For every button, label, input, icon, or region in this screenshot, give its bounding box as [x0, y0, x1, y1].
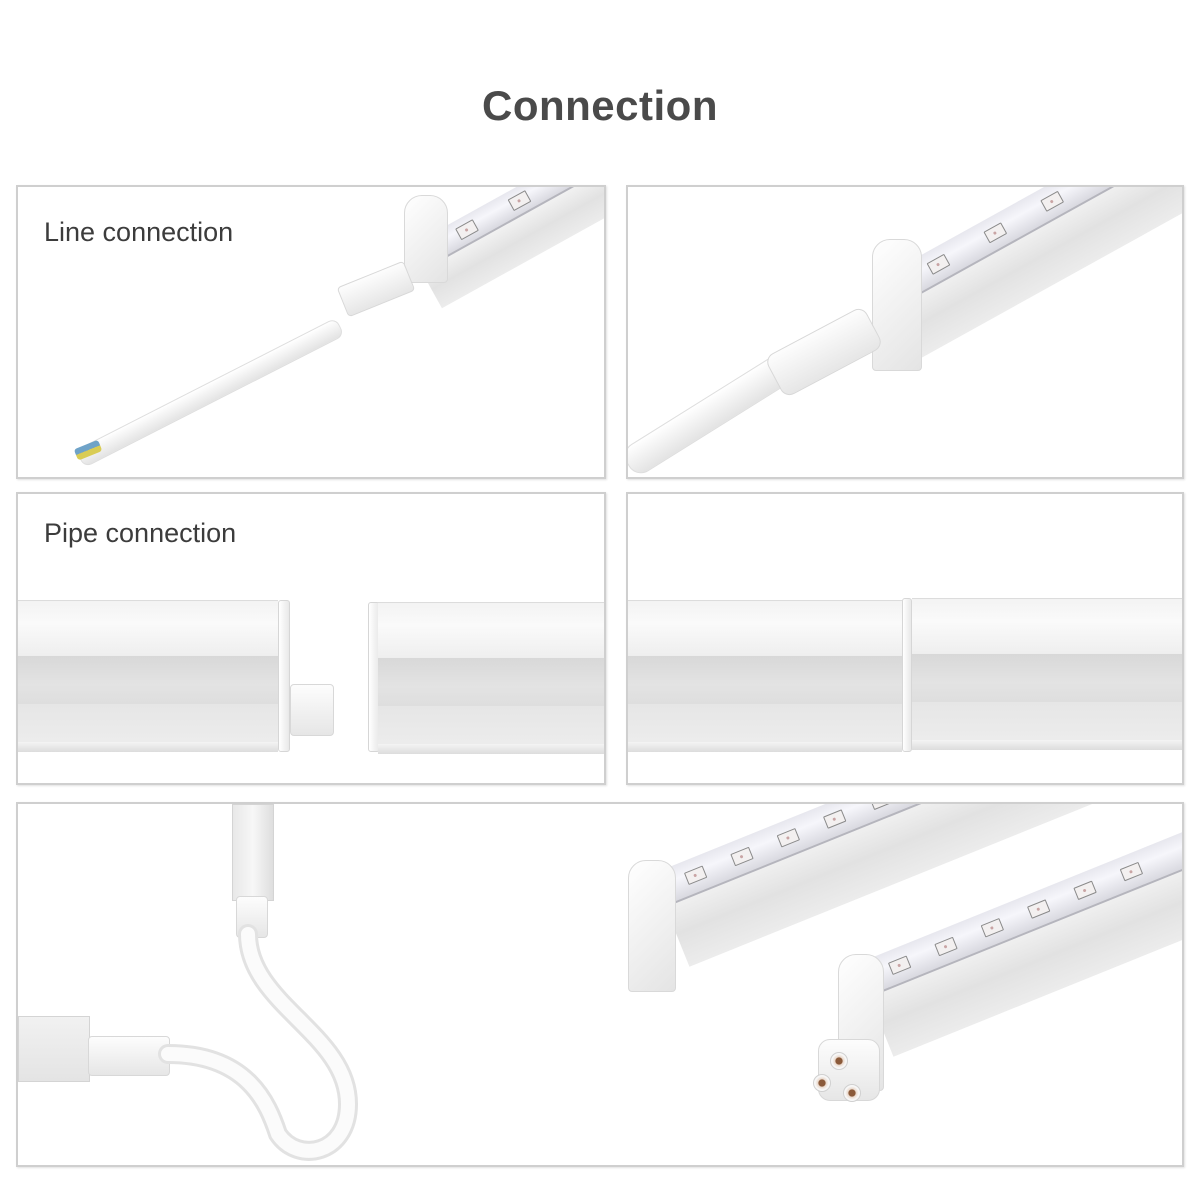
tube-joint	[902, 598, 912, 752]
socket-icon	[843, 1084, 861, 1102]
panel-label-line-connection: Line connection	[44, 217, 234, 247]
tube-fixture-right	[378, 602, 604, 754]
cable-plug	[763, 305, 885, 399]
socket-icon	[813, 1074, 831, 1092]
connector-plug	[290, 684, 334, 736]
flexible-cable	[158, 924, 359, 1161]
panel-line-connection-joined	[626, 185, 1184, 479]
tube-fixture-left	[18, 600, 278, 752]
page-title: Connection	[482, 82, 718, 129]
tube-fixture-vertical	[232, 804, 274, 901]
tube-end-cap	[278, 600, 290, 752]
tube-end-cap	[628, 860, 676, 992]
tube-fixture-right	[912, 598, 1182, 750]
tube-end-cap	[404, 195, 448, 283]
panel-line-connection-separated: Line connection	[16, 185, 606, 479]
cable-plug	[336, 260, 416, 318]
tube-fixture-left	[628, 600, 902, 752]
tube-end-cap	[872, 239, 922, 371]
socket-icon	[830, 1052, 848, 1070]
tube-fixture-horizontal	[18, 1016, 90, 1082]
panel-cable-linked-fixtures	[16, 802, 1184, 1167]
panel-pipe-connection-separated: Pipe connection	[16, 492, 606, 785]
panel-label-pipe-connection: Pipe connection	[44, 518, 237, 548]
panel-pipe-connection-joined	[626, 492, 1184, 785]
power-cable	[75, 317, 345, 468]
cable-plug	[88, 1036, 170, 1076]
